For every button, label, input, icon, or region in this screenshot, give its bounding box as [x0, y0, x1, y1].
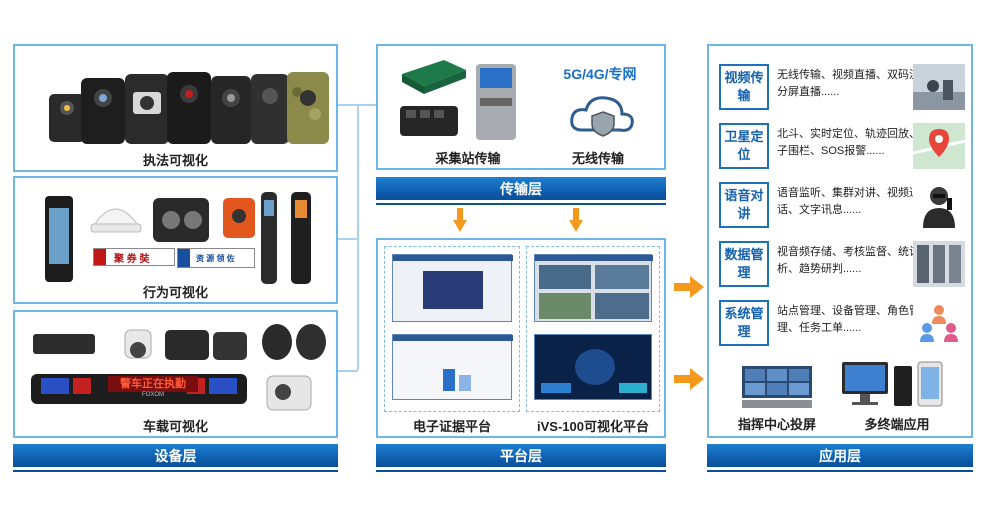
- app-row-video: 视频传输 无线传输、视频直播、双码流、分屏直播......: [719, 64, 965, 110]
- ivs-screenshot-top: [534, 254, 653, 322]
- arrow-down-icon: [569, 208, 583, 232]
- app-label-data: 数据管理: [719, 241, 769, 287]
- device-layer-bar: 设备层: [13, 444, 338, 470]
- application-layer-bar: 应用层: [707, 444, 973, 470]
- badge-red: 聚 券 奘: [93, 248, 175, 266]
- caption-collection-station: 采集站传输: [435, 151, 501, 166]
- transport-panel: 采集站传输 5G/4G/专网 无线传输: [376, 44, 666, 170]
- lightbar-text: 警车正在执勤: [108, 376, 198, 392]
- command-center-screen-icon: [742, 366, 812, 408]
- app-row-voice: 语音对讲 语音监听、集群对讲、视频通话、文字讯息......: [719, 182, 965, 228]
- device-panel-behavior: 聚 券 奘 资 源 领 佐 行为可视化: [13, 176, 338, 304]
- caption-multi-terminal: 多终端应用: [864, 417, 930, 432]
- vehicle-device-icons: [31, 324, 326, 411]
- transport-layer-bar: 传输层: [376, 177, 666, 203]
- caption-law-enforcement: 执法可视化: [142, 153, 208, 168]
- caption-evidence-platform: 电子证据平台: [412, 419, 491, 434]
- app-desc-video: 无线传输、视频直播、双码流、分屏直播......: [777, 69, 931, 98]
- users-group-icon: [913, 300, 965, 346]
- caption-command-center: 指挥中心投屏: [737, 417, 816, 432]
- platform-evidence-frame: [384, 246, 520, 412]
- evidence-screenshot-bottom: [392, 334, 513, 400]
- device-panel-law-enforcement: 执法可视化: [13, 44, 338, 172]
- caption-vehicle: 车载可视化: [142, 419, 208, 434]
- app-desc-system: 站点管理、设备管理、角色管理、任务工单......: [777, 305, 920, 334]
- collection-station-icon: [400, 60, 516, 140]
- evidence-screenshot-top: [392, 254, 513, 322]
- arrow-right-icon: [674, 368, 704, 390]
- app-row-data: 数据管理 视音频存储、考核监督、统计分析、趋势研判......: [719, 241, 965, 287]
- body-camera-icons: [49, 72, 329, 144]
- app-desc-voice: 语音监听、集群对讲、视频通话、文字讯息......: [777, 187, 920, 216]
- app-desc-data: 视音频存储、考核监督、统计分析、趋势研判......: [777, 246, 931, 275]
- cloud-shield-icon: [570, 96, 634, 137]
- network-label: 5G/4G/专网: [563, 66, 637, 82]
- arrow-right-icon: [674, 276, 704, 298]
- arrow-down-icon: [453, 208, 467, 232]
- device-panel-vehicle: 警车正在执勤 FOXOM 车载可视化: [13, 310, 338, 438]
- caption-ivs-platform: iVS-100可视化平台: [537, 419, 649, 434]
- app-row-system: 系统管理 站点管理、设备管理、角色管理、任务工单......: [719, 300, 965, 346]
- video-scene-icon: [913, 64, 965, 110]
- server-rack-icon: [913, 241, 965, 287]
- app-label-system: 系统管理: [719, 300, 769, 346]
- behavior-device-icons: [45, 192, 311, 284]
- officer-radio-icon: [913, 182, 965, 228]
- map-pin-icon: [913, 123, 965, 169]
- lightbar-brand: FOXOM: [142, 392, 164, 398]
- platform-layer-bar: 平台层: [376, 444, 666, 470]
- platform-panel: 电子证据平台 iVS-100可视化平台: [376, 238, 666, 438]
- multi-terminal-icon: [842, 361, 943, 407]
- app-label-gps: 卫星定位: [719, 123, 769, 169]
- app-label-video: 视频传输: [719, 64, 769, 110]
- connector-behavior: [338, 238, 358, 240]
- app-desc-gps: 北斗、实时定位、轨迹回放、电子围栏、SOS报警......: [777, 128, 931, 157]
- connector-vertical: [357, 104, 359, 370]
- ivs-screenshot-bottom: [534, 334, 652, 400]
- caption-wireless: 无线传输: [571, 151, 624, 166]
- badge-blue: 资 源 领 佐: [177, 248, 255, 268]
- caption-behavior: 行为可视化: [142, 285, 208, 300]
- app-label-voice: 语音对讲: [719, 182, 769, 228]
- app-row-gps: 卫星定位 北斗、实时定位、轨迹回放、电子围栏、SOS报警......: [719, 123, 965, 169]
- platform-ivs-frame: [526, 246, 660, 412]
- connector-vehicle: [338, 370, 358, 372]
